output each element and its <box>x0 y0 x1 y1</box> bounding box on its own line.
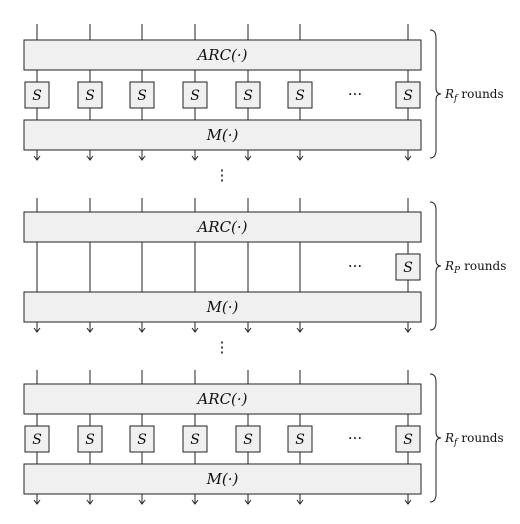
round-brace <box>429 373 442 503</box>
rounds-word: rounds <box>461 431 503 445</box>
mix-box <box>23 463 422 495</box>
arc-box <box>23 383 422 415</box>
sbox <box>182 81 208 109</box>
arrow-head-icon <box>138 155 146 161</box>
sbox-label: S <box>85 432 95 448</box>
arrow-head-icon <box>33 327 41 333</box>
sbox <box>395 425 421 453</box>
arc-label: ARC(·) <box>195 46 247 64</box>
sbox <box>77 425 103 453</box>
sbox-label: S <box>190 432 200 448</box>
arc-box <box>23 211 422 243</box>
sbox <box>235 425 261 453</box>
arc-label: ARC(·) <box>195 218 247 236</box>
rounds-symbol: R <box>444 259 454 273</box>
arc-box <box>23 39 422 71</box>
arrow-head-icon <box>33 499 41 505</box>
mix-label: M(·) <box>206 126 239 144</box>
arrow-head-icon <box>86 327 94 333</box>
arrow-head-icon <box>86 499 94 505</box>
arrow-head-icon <box>191 499 199 505</box>
arrow-head-icon <box>138 327 146 333</box>
sbox <box>395 81 421 109</box>
sbox-label: S <box>32 88 42 104</box>
mix-label: M(·) <box>206 298 239 316</box>
sbox-label: S <box>32 432 42 448</box>
lane-ellipsis: ··· <box>348 85 362 103</box>
sbox-label: S <box>85 88 95 104</box>
arrow-head-icon <box>191 155 199 161</box>
arrow-head-icon <box>404 499 412 505</box>
round-brace <box>429 201 442 331</box>
arrow-head-icon <box>244 499 252 505</box>
arrow-head-icon <box>86 155 94 161</box>
arrow-head-icon <box>244 327 252 333</box>
rounds-word: rounds <box>461 87 503 101</box>
arrow-head-icon <box>404 155 412 161</box>
round-brace <box>429 29 442 159</box>
sbox <box>287 81 313 109</box>
rounds-symbol: R <box>444 87 454 101</box>
rounds-subscript: P <box>453 266 461 276</box>
sbox-label: S <box>403 260 413 276</box>
sbox-label: S <box>295 432 305 448</box>
lane-ellipsis: ··· <box>348 429 362 447</box>
mix-label: M(·) <box>206 470 239 488</box>
arrow-head-icon <box>296 327 304 333</box>
rounds-word: rounds <box>464 259 506 273</box>
vertical-ellipsis: ⋮ <box>215 338 230 356</box>
sbox-label: S <box>137 432 147 448</box>
arrow-head-icon <box>191 327 199 333</box>
sbox-label: S <box>403 432 413 448</box>
mix-box <box>23 119 422 151</box>
sbox-label: S <box>137 88 147 104</box>
arrow-head-icon <box>244 155 252 161</box>
lane-ellipsis: ··· <box>348 257 362 275</box>
rounds-symbol: R <box>444 431 454 445</box>
sbox <box>287 425 313 453</box>
sbox-label: S <box>243 88 253 104</box>
mix-box <box>23 291 422 323</box>
arrow-head-icon <box>138 499 146 505</box>
sbox-label: S <box>190 88 200 104</box>
sbox <box>395 253 421 281</box>
sbox <box>129 81 155 109</box>
arrow-head-icon <box>296 499 304 505</box>
arrow-head-icon <box>296 155 304 161</box>
sbox-label: S <box>243 432 253 448</box>
rounds-subscript: f <box>453 438 459 448</box>
sbox-label: S <box>295 88 305 104</box>
arrow-head-icon <box>404 327 412 333</box>
sbox-label: S <box>403 88 413 104</box>
sbox <box>235 81 261 109</box>
vertical-ellipsis: ⋮ <box>215 166 230 184</box>
arrow-head-icon <box>33 155 41 161</box>
arc-label: ARC(·) <box>195 390 247 408</box>
rounds-subscript: f <box>453 94 459 104</box>
